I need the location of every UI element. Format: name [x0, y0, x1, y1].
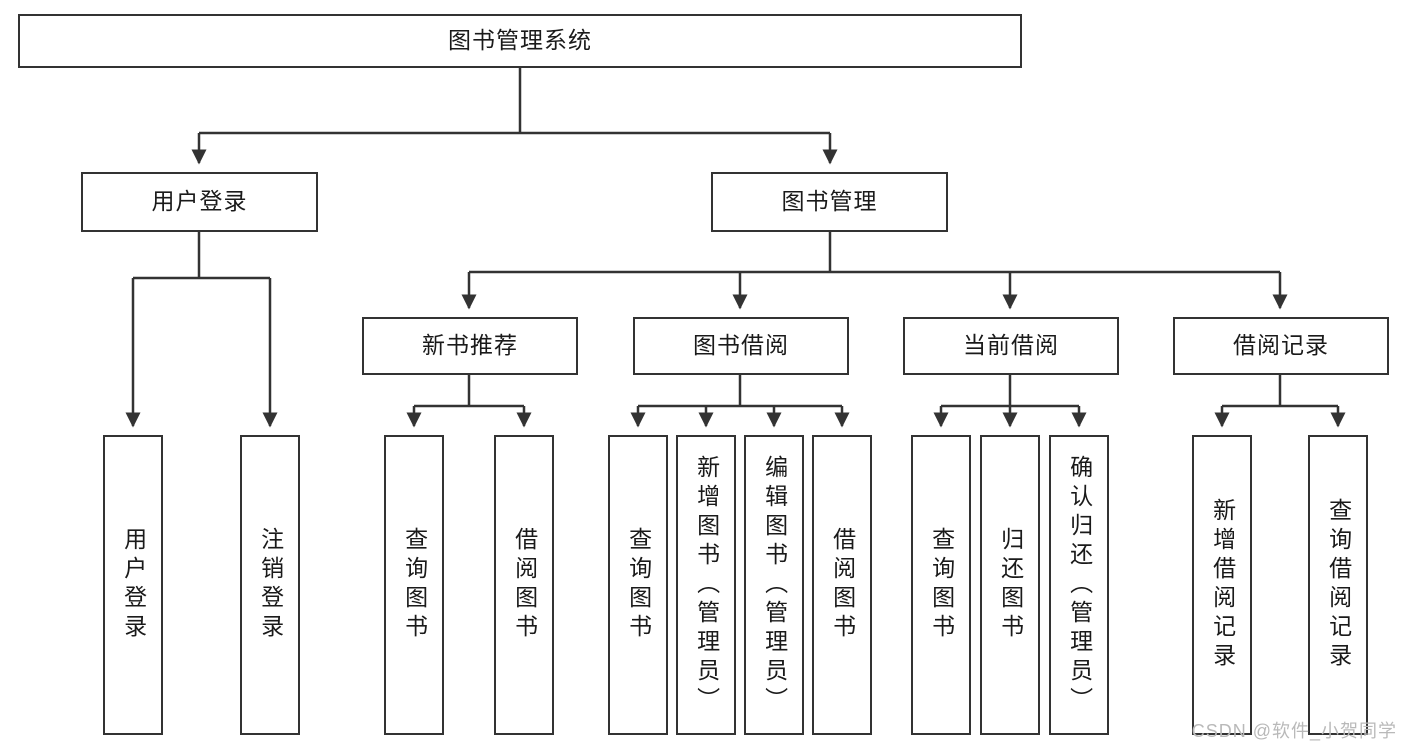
node-borrow-record[interactable]: 借阅记录 — [1173, 317, 1389, 375]
leaf-user-login-logout[interactable]: 注销登录 — [240, 435, 300, 735]
node-label: 新书推荐 — [422, 332, 518, 359]
node-label: 图书管理 — [781, 188, 878, 215]
node-label: 查询图书 — [928, 527, 955, 643]
node-current-borrow[interactable]: 当前借阅 — [903, 317, 1119, 375]
leaf-borrow-record-query-record[interactable]: 查询借阅记录 — [1308, 435, 1368, 735]
node-root-book-management-system[interactable]: 图书管理系统 — [18, 14, 1022, 68]
node-label: 新增借阅记录 — [1209, 498, 1236, 672]
leaf-borrow-record-add-record[interactable]: 新增借阅记录 — [1192, 435, 1252, 735]
node-new-book-recommend[interactable]: 新书推荐 — [362, 317, 578, 375]
node-label: 借阅记录 — [1233, 332, 1329, 359]
node-label: 确认归还（管理员） — [1066, 454, 1093, 716]
node-user-login[interactable]: 用户登录 — [81, 172, 318, 232]
node-label: 查询图书 — [401, 527, 428, 643]
leaf-current-borrow-confirm-return-admin[interactable]: 确认归还（管理员） — [1049, 435, 1109, 735]
node-label: 图书管理系统 — [448, 27, 592, 54]
node-label: 查询图书 — [625, 527, 652, 643]
node-label: 借阅图书 — [829, 527, 856, 643]
leaf-current-borrow-return-book[interactable]: 归还图书 — [980, 435, 1040, 735]
leaf-current-borrow-query-book[interactable]: 查询图书 — [911, 435, 971, 735]
node-label: 注销登录 — [257, 527, 284, 643]
node-label: 当前借阅 — [963, 332, 1059, 359]
leaf-book-borrow-query-book[interactable]: 查询图书 — [608, 435, 668, 735]
node-label: 图书借阅 — [693, 332, 789, 359]
node-label: 归还图书 — [997, 527, 1024, 643]
leaf-new-book-query-book[interactable]: 查询图书 — [384, 435, 444, 735]
node-book-borrow[interactable]: 图书借阅 — [633, 317, 849, 375]
node-label: 新增图书（管理员） — [693, 454, 720, 716]
leaf-book-borrow-borrow-book[interactable]: 借阅图书 — [812, 435, 872, 735]
leaf-book-borrow-edit-book-admin[interactable]: 编辑图书（管理员） — [744, 435, 804, 735]
leaf-new-book-borrow-book[interactable]: 借阅图书 — [494, 435, 554, 735]
node-label: 编辑图书（管理员） — [761, 454, 788, 716]
node-book-management[interactable]: 图书管理 — [711, 172, 948, 232]
leaf-user-login-login[interactable]: 用户登录 — [103, 435, 163, 735]
leaf-book-borrow-add-book-admin[interactable]: 新增图书（管理员） — [676, 435, 736, 735]
node-label: 查询借阅记录 — [1325, 498, 1352, 672]
node-label: 用户登录 — [151, 188, 248, 215]
node-label: 用户登录 — [120, 527, 147, 643]
node-label: 借阅图书 — [511, 527, 538, 643]
